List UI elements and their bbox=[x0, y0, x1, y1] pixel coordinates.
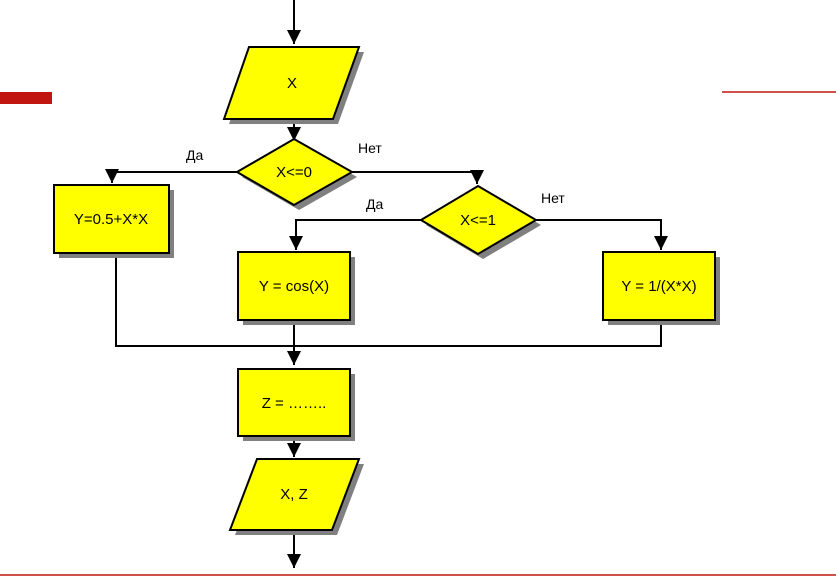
accent-bar-left bbox=[0, 92, 52, 104]
arrow-cond1-yes bbox=[105, 169, 237, 183]
connectors bbox=[105, 0, 668, 568]
node-cond1-label: X<=0 bbox=[276, 164, 312, 181]
edge-label-cond2-no: Нет bbox=[541, 190, 565, 206]
node-cond2: X<=1 bbox=[419, 184, 541, 259]
arrow-cond2-yes bbox=[289, 219, 421, 250]
node-output-label: X, Z bbox=[280, 486, 308, 503]
arrow-cond2-no bbox=[536, 219, 668, 250]
node-calcz: Z = …….. bbox=[237, 368, 355, 441]
edge-label-cond1-yes: Да bbox=[186, 147, 203, 163]
node-calc2-label: Y = cos(X) bbox=[259, 278, 329, 295]
node-calc1-label: Y=0.5+X*X bbox=[74, 211, 148, 228]
node-calc1: Y=0.5+X*X bbox=[53, 184, 174, 258]
arrow-cond1-no bbox=[352, 170, 484, 184]
line-calc1-merge bbox=[115, 253, 294, 347]
node-input: X bbox=[222, 46, 364, 124]
node-cond1: X<=0 bbox=[235, 137, 357, 210]
edge-label-cond2-yes: Да bbox=[366, 196, 383, 212]
edge-label-cond1-no: Нет bbox=[358, 140, 382, 156]
node-calc2: Y = cos(X) bbox=[237, 251, 355, 325]
node-calc3-label: Y = 1/(X*X) bbox=[621, 278, 696, 295]
node-cond2-label: X<=1 bbox=[460, 212, 496, 229]
node-output: X, Z bbox=[228, 458, 364, 535]
line-calc3-merge bbox=[294, 320, 662, 347]
node-calc3: Y = 1/(X*X) bbox=[602, 251, 720, 325]
node-input-label: X bbox=[287, 75, 297, 92]
node-calcz-label: Z = …….. bbox=[262, 395, 327, 412]
